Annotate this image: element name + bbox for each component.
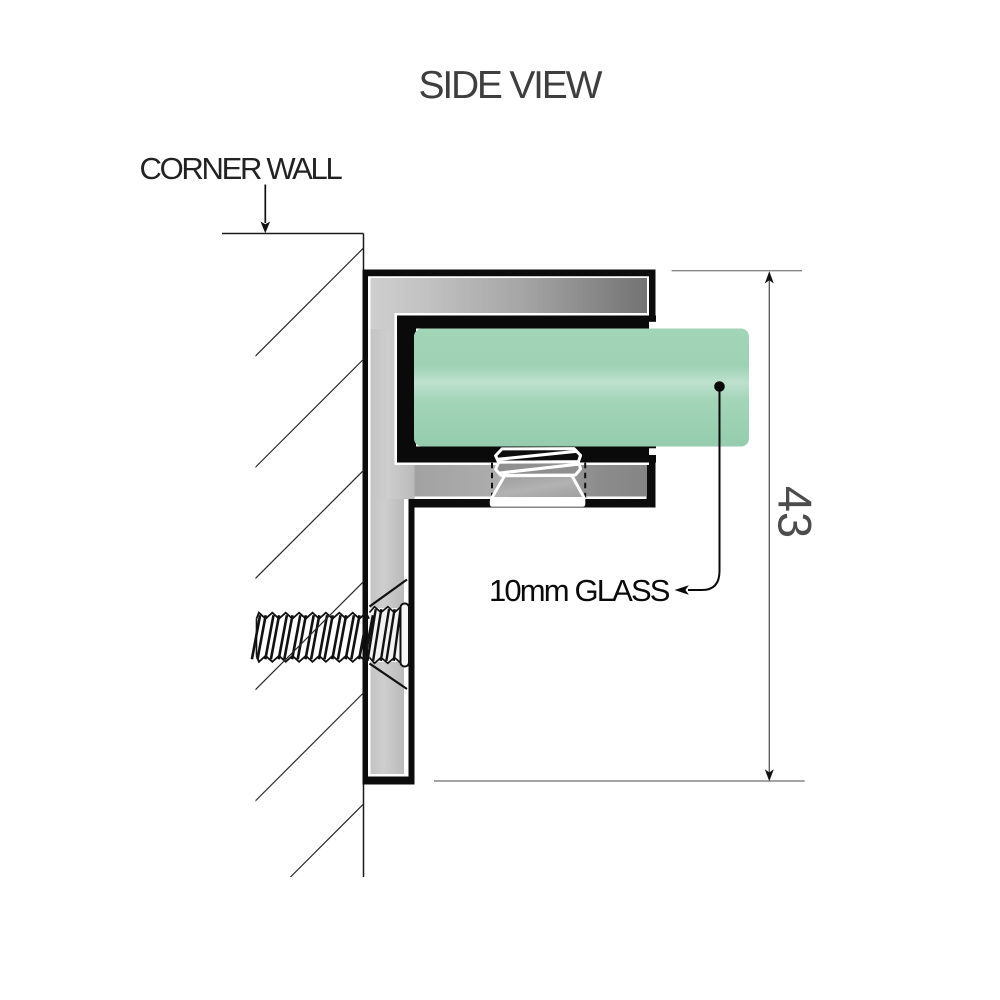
svg-text:SIDE VIEW: SIDE VIEW	[419, 64, 603, 107]
svg-text:10mm GLASS: 10mm GLASS	[489, 573, 670, 608]
svg-text:CORNER WALL: CORNER WALL	[140, 151, 343, 186]
svg-text:43: 43	[769, 486, 822, 538]
